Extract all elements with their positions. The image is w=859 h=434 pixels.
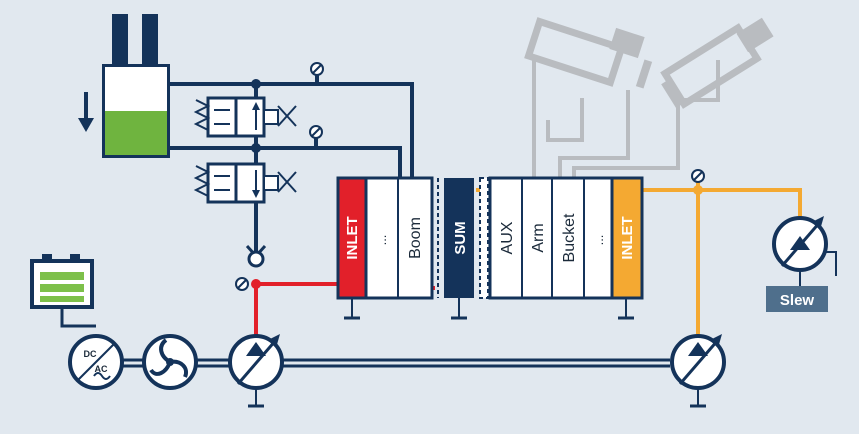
orange-junction [693,185,703,195]
pressure-gauge-icon [691,169,705,183]
gray-hydraulic-lines [532,60,720,178]
red-junction [251,279,261,289]
slew-label-box [766,286,828,312]
valve-block-left [336,176,439,320]
check-valve-icon [245,244,267,268]
sum-label: SUM [452,221,469,254]
down-arrow-icon [78,92,94,132]
pressure-gauge-icon [309,125,323,139]
spool-dots-left: ... [374,235,389,246]
dc-label: DC [84,349,97,359]
inlet-right-label: INLET [619,216,636,259]
pressure-gauge-icon [310,62,324,76]
valve-block-right [479,176,644,320]
inlet-left-label: INLET [344,216,361,259]
dc-ac-converter-icon [68,334,124,390]
arm-label: Arm [530,223,547,252]
electric-motor-icon [142,334,198,390]
variable-pump-left-icon [228,334,284,408]
summation-block [444,178,474,320]
variable-pump-right-icon [670,334,726,408]
battery-icon [30,254,96,328]
slew-motor-icon [772,216,837,286]
ac-label: AC [95,364,108,374]
bucket-label: Bucket [561,213,578,262]
engine-icon [102,14,170,158]
boom-cylinder-gray [524,17,653,89]
spool-dots-right: ... [591,235,606,246]
slew-label: Slew [780,292,815,309]
arm-cylinder-gray [660,17,774,109]
pressure-gauge-icon [235,277,249,291]
directional-valve-top [193,96,297,138]
aux-label: AUX [499,221,516,254]
directional-valve-bottom [193,162,297,204]
boom-label: Boom [407,217,424,259]
drive-shaft [118,358,670,368]
